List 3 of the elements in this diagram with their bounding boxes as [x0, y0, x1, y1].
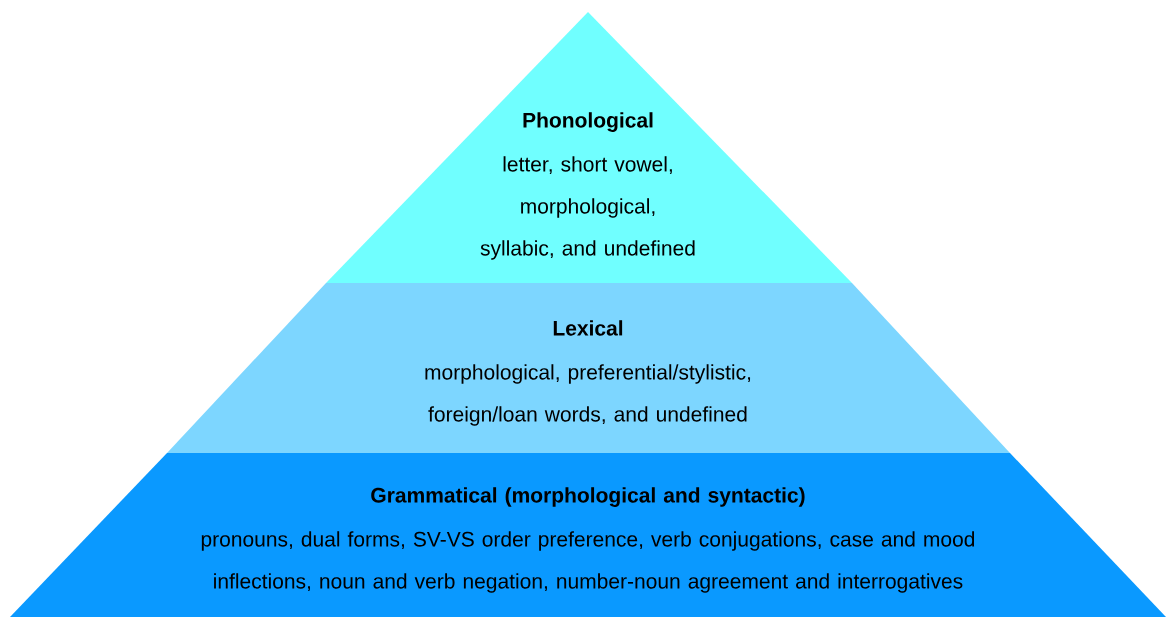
- pyramid-band: Lexical morphological, preferential/stylistic, foreign/loan words, and undefined: [167, 283, 1010, 453]
- pyramid-band: Phonological letter, short vowel, morphological, syllabic, and undefined: [326, 12, 852, 283]
- pyramid-band: Grammatical (morphological and syntactic) pronouns, dual forms, SV-VS order preference, verb conjugations, case and mood inflections, noun and verb negation, number-noun agreement and interrogatives: [10, 453, 1166, 617]
